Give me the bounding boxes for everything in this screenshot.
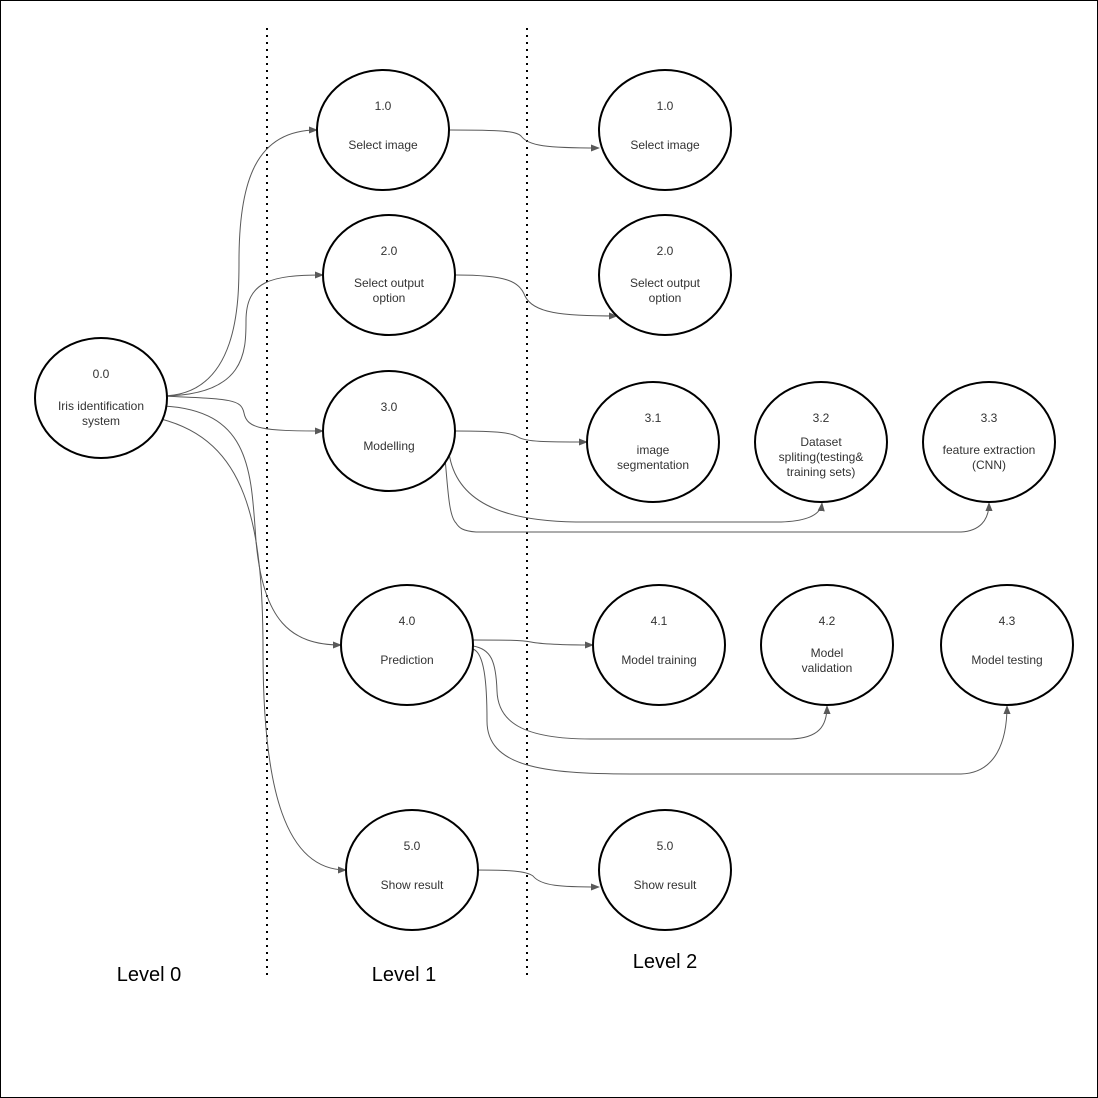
process-node-label: spliting(testing& [779, 450, 864, 464]
process-node-label: Show result [634, 878, 697, 892]
process-node-number: 3.2 [813, 411, 830, 425]
edge-n40-to-n42 [472, 645, 831, 740]
process-node-label: Show result [381, 878, 444, 892]
process-node-label: Iris identification [58, 399, 144, 413]
process-node-label: segmentation [617, 458, 689, 472]
edges-layer [160, 126, 1011, 891]
process-node-ellipse [592, 584, 726, 706]
process-node-label: validation [802, 661, 853, 675]
process-node-ellipse [598, 69, 732, 191]
level-label-2: Level 2 [633, 951, 698, 973]
process-node-ellipse [760, 584, 894, 706]
process-node-number: 0.0 [93, 367, 110, 381]
process-node-ellipse [940, 584, 1074, 706]
process-node-label: Dataset [800, 435, 842, 449]
edge-n50-to-n50b [472, 869, 600, 891]
process-node-ellipse [586, 381, 720, 503]
process-node-label: Modelling [363, 439, 414, 453]
process-node-ellipse [34, 337, 168, 459]
process-node-number: 5.0 [657, 839, 674, 853]
process-node-ellipse [316, 69, 450, 191]
process-node-label: Prediction [380, 653, 433, 667]
edge-n40-to-n41 [472, 639, 594, 649]
process-node-label: Select image [348, 138, 418, 152]
process-node-number: 3.1 [645, 411, 662, 425]
process-node-number: 4.2 [819, 614, 836, 628]
process-node-ellipse [340, 584, 474, 706]
process-node-ellipse [345, 809, 479, 931]
process-node-label: Select output [630, 276, 701, 290]
process-node-ellipse [598, 214, 732, 336]
process-node-ellipse [598, 809, 732, 931]
process-node-number: 2.0 [657, 244, 674, 258]
process-node-label: image [637, 443, 670, 457]
edge-n00-to-n50 [160, 418, 347, 874]
process-node-ellipse [322, 370, 456, 492]
edge-n30-to-n32 [448, 452, 825, 523]
process-node-ellipse [922, 381, 1056, 503]
level-label-0: Level 0 [117, 964, 182, 986]
level-label-1: Level 1 [372, 964, 437, 986]
process-node-number: 4.1 [651, 614, 668, 628]
edge-n40-to-n43 [472, 648, 1011, 775]
process-node-number: 4.0 [399, 614, 416, 628]
process-node-number: 3.3 [981, 411, 998, 425]
process-node-label: Model [811, 646, 844, 660]
process-node-ellipse [754, 381, 888, 503]
process-node-label: Model training [621, 653, 696, 667]
edge-n00-to-n20 [160, 271, 324, 397]
edge-n20-to-n20b [455, 274, 618, 320]
process-node-number: 4.3 [999, 614, 1016, 628]
process-node-label: feature extraction [943, 443, 1036, 457]
process-node-label: Select image [630, 138, 700, 152]
process-node-label: training sets) [787, 465, 856, 479]
edge-n00-to-n30 [160, 395, 324, 435]
edge-n30-to-n33 [444, 457, 993, 533]
process-node-number: 1.0 [657, 99, 674, 113]
process-node-number: 3.0 [381, 400, 398, 414]
process-node-label: Model testing [971, 653, 1042, 667]
process-node-number: 1.0 [375, 99, 392, 113]
edge-n00-to-n10 [160, 126, 318, 397]
process-node-number: 2.0 [381, 244, 398, 258]
process-node-label: option [649, 291, 682, 305]
process-node-3-3: 3.3 feature extraction(CNN) [922, 381, 1056, 503]
process-node-label: (CNN) [972, 458, 1006, 472]
process-node-label: Select output [354, 276, 425, 290]
process-node-ellipse [322, 214, 456, 336]
process-node-number: 5.0 [404, 839, 421, 853]
process-node-label: system [82, 414, 120, 428]
process-node-label: option [373, 291, 406, 305]
edge-n30-to-n31 [455, 430, 588, 446]
edge-n10-to-n10b [449, 129, 600, 152]
